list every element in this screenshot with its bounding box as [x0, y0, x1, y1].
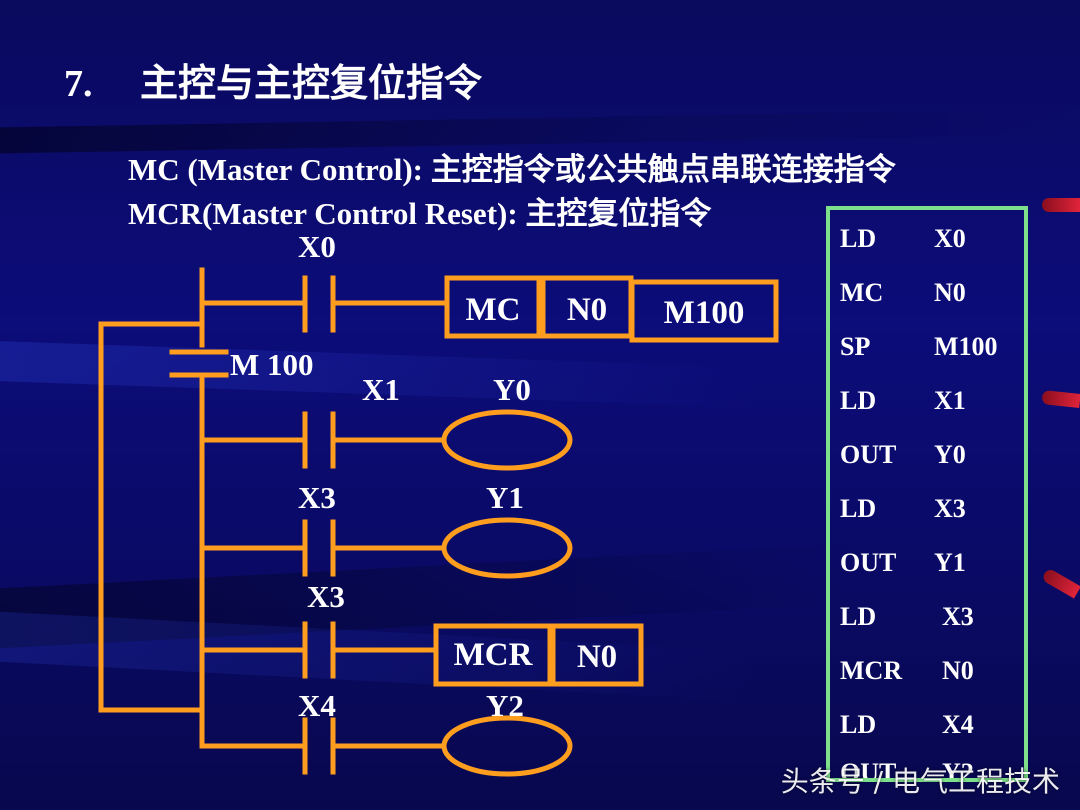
instruction-op: MCR: [840, 656, 903, 685]
slide-title-text: 主控与主控复位指令: [140, 63, 483, 105]
instruction-arg: Y2: [942, 758, 974, 782]
instruction-row: LD X3: [840, 494, 966, 524]
mc-definition: MC (Master Control): 主控指令或公共触点串联连接指令: [128, 152, 896, 187]
coil-y2: [441, 715, 573, 777]
instruction-arg: N0: [934, 278, 966, 307]
instruction-arg: M100: [934, 332, 998, 361]
mc-op-box: [444, 275, 542, 339]
instruction-row: MCR N0: [840, 656, 974, 686]
instruction-list-panel: LD X0 MC N0 SP M100 LD X1 OUT Y0 LD X3 OUT Y1 L…: [826, 206, 1028, 782]
mcr-nest-label: N0: [577, 639, 617, 675]
wire-rung5-left: [98, 707, 308, 749]
instruction-arg: X4: [942, 710, 974, 739]
edge-accent: [1041, 390, 1080, 408]
mc-device-box: [629, 279, 779, 343]
label-y2: Y2: [486, 688, 524, 723]
instruction-op: OUT: [840, 440, 897, 469]
mcr-op-box: [433, 623, 553, 687]
instruction-op: OUT: [840, 758, 897, 782]
label-x1: X1: [362, 372, 400, 407]
instruction-arg: X3: [942, 602, 974, 631]
instruction-row: SP M100: [840, 332, 998, 362]
instruction-row: OUT Y1: [840, 548, 966, 578]
instruction-row: LD X4: [840, 710, 974, 740]
mcr-definition: MCR(Master Control Reset): 主控复位指令: [128, 196, 712, 231]
instruction-op: LD: [840, 386, 877, 415]
label-m100: M 100: [230, 347, 314, 382]
instruction-row: LD X3: [840, 602, 974, 632]
label-x4: X4: [298, 688, 336, 723]
instruction-arg: N0: [942, 656, 974, 685]
slide-title: 7. 主控与主控复位指令: [64, 52, 482, 107]
instruction-row: MC N0: [840, 278, 966, 308]
instruction-op: LD: [840, 224, 877, 253]
label-x0: X0: [298, 229, 336, 264]
mcr-nest-box: [550, 623, 644, 687]
instruction-arg: Y0: [934, 440, 966, 469]
instruction-row: LD X1: [840, 386, 966, 416]
instruction-row: OUT Y2: [840, 758, 974, 782]
instruction-arg: X1: [934, 386, 966, 415]
instruction-op: SP: [840, 332, 871, 361]
instruction-row: OUT Y0: [840, 440, 966, 470]
label-y1: Y1: [486, 480, 524, 515]
coil-y1: [441, 517, 573, 579]
instruction-op: LD: [840, 710, 877, 739]
mc-nest-label: N0: [567, 292, 607, 328]
ladder-diagram: X0 M 100 X1 Y0 X3 Y1 X3 X4 Y2 MC N0 M100…: [98, 229, 779, 777]
instruction-row: LD X0: [840, 224, 966, 254]
slide-number: 7.: [64, 63, 93, 105]
label-x3: X3: [298, 480, 336, 515]
mcr-op-label: MCR: [454, 637, 534, 673]
instruction-op: LD: [840, 602, 877, 631]
edge-accent: [1041, 567, 1080, 599]
instruction-arg: X3: [934, 494, 966, 523]
mc-op-label: MC: [466, 292, 521, 328]
instruction-arg: Y1: [934, 548, 966, 577]
instruction-arg: X0: [934, 224, 966, 253]
instruction-op: MC: [840, 278, 884, 307]
instruction-op: LD: [840, 494, 877, 523]
wire-loop-back: [98, 321, 205, 713]
instruction-op: OUT: [840, 548, 897, 577]
label-x3-second: X3: [307, 579, 345, 614]
label-y0: Y0: [493, 372, 531, 407]
coil-y0: [441, 409, 573, 471]
watermark: 头条号 / 电气工程技术: [780, 765, 1060, 798]
mc-device-label: M100: [664, 295, 745, 331]
edge-accent: [1042, 198, 1080, 212]
